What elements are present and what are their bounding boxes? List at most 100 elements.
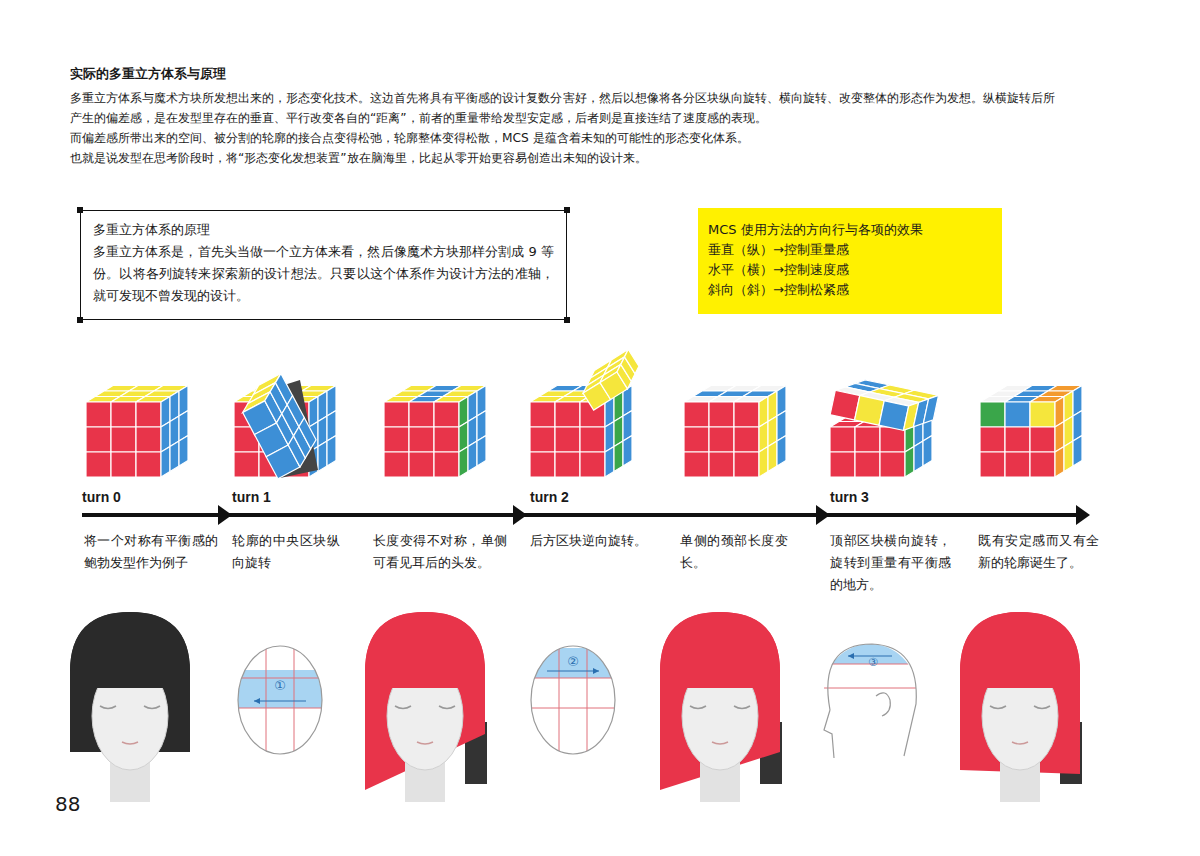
- corner-mark: [77, 207, 83, 213]
- step-caption: 单侧的颈部长度变长。: [680, 530, 788, 574]
- cube-cell: [384, 427, 409, 452]
- eye: [1034, 706, 1050, 709]
- cube-cell: [459, 447, 468, 478]
- cube-cell: [136, 452, 161, 477]
- cube-cell: [880, 427, 905, 452]
- cube-cell: [830, 452, 855, 477]
- cube-cell: [111, 402, 136, 427]
- cube-cell: [161, 447, 170, 478]
- body-paragraph: 而偏差感所带出来的空间、被分割的轮廓的接合点变得松弛，轮廓整体变得松散，MCS …: [70, 128, 1055, 148]
- cube-cell: [179, 436, 188, 467]
- rotation-arrowhead: [254, 698, 260, 704]
- page-heading: 实际的多重立方体系与原理: [70, 66, 226, 83]
- cube-cell: [622, 349, 641, 374]
- head-outline: [531, 646, 615, 754]
- rubik-cube: [980, 386, 1082, 478]
- cube-cell: [434, 427, 459, 452]
- rotation-arrowhead: [848, 653, 854, 659]
- section-diagram: [230, 640, 330, 760]
- eye: [144, 706, 160, 709]
- cube-cell: [734, 452, 759, 477]
- timeline-arrowhead: [513, 505, 527, 525]
- mouth: [1012, 742, 1028, 744]
- grid-line: [559, 640, 560, 760]
- head-profile: [824, 644, 916, 758]
- rubik-cube-rotating: [830, 374, 939, 477]
- cube-cell: [1005, 402, 1030, 427]
- cube-cell: [1030, 402, 1055, 427]
- rotated-block: [230, 670, 330, 708]
- cube-row: [86, 349, 1082, 478]
- cube-cell: [136, 427, 161, 452]
- timeline: [82, 505, 1090, 525]
- box-heading: MCS 使用方法的方向行与各项的效果: [708, 220, 992, 240]
- callout-number: ②: [561, 654, 585, 670]
- corner-mark: [564, 207, 570, 213]
- cube-cell: [318, 441, 327, 472]
- cube-cell: [614, 441, 623, 472]
- section-diagram: [523, 640, 623, 760]
- rotation-arrowhead: [593, 668, 599, 674]
- turn-label: turn 1: [232, 488, 312, 506]
- cube-cell: [468, 441, 477, 472]
- cube-cell: [530, 402, 555, 427]
- cube-cell: [855, 452, 880, 477]
- cube-cell: [136, 402, 161, 427]
- cube-cell: [1030, 427, 1055, 452]
- cube-cell: [296, 418, 318, 449]
- bangs: [960, 612, 1080, 688]
- cube-cell: [734, 427, 759, 452]
- cube-cell: [980, 402, 1005, 427]
- cube-cell: [923, 394, 938, 426]
- rubik-cube-rotating: [530, 349, 646, 477]
- cube-cell: [1030, 452, 1055, 477]
- cube-cell: [914, 441, 923, 472]
- eye: [990, 706, 1006, 709]
- cube-cell: [1005, 452, 1030, 477]
- eye: [690, 706, 706, 709]
- cube-cell: [477, 436, 486, 467]
- rubik-cube: [86, 386, 188, 478]
- cube-cell: [327, 436, 336, 467]
- cube-cell: [580, 427, 605, 452]
- turn-label: turn 2: [530, 488, 610, 506]
- cube-cell: [384, 402, 409, 427]
- ear: [876, 693, 890, 716]
- body-paragraph: 也就是说发型在思考阶段时，将“形态变化发想装置”放在脑海里，比起从零开始更容易创…: [70, 148, 1055, 168]
- cube-cell: [980, 452, 1005, 477]
- cube-cell: [384, 452, 409, 477]
- effect-line: 垂直（纵）→控制重量感: [708, 240, 992, 260]
- callout-number: ③: [861, 656, 885, 670]
- corner-mark: [564, 317, 570, 323]
- mannequin-head: [365, 612, 487, 802]
- cube-cell: [605, 447, 614, 478]
- bangs: [70, 612, 190, 688]
- step-caption: 顶部区块横向旋转，旋转到重量有平衡感的地方。: [830, 530, 951, 596]
- turn-label: turn 0: [82, 488, 162, 506]
- turn-label: turn 3: [830, 488, 910, 506]
- cube-cell: [777, 436, 786, 467]
- cube-cell: [830, 427, 855, 452]
- cube-cell: [709, 402, 734, 427]
- step-caption: 长度变得不对称，单侧可看见耳后的头发。: [373, 530, 507, 574]
- cube-cell: [1005, 427, 1030, 452]
- mouth: [417, 742, 433, 744]
- effect-line: 斜向（斜）→控制松紧感: [708, 280, 992, 300]
- body-paragraph: 多重立方体系与魔术方块所发想出来的，形态变化技术。这边首先将具有平衡感的设计复数…: [70, 88, 1055, 128]
- eye: [395, 706, 411, 709]
- cube-cell: [234, 452, 259, 477]
- section-diagram: [820, 642, 920, 758]
- cube-cell: [709, 427, 734, 452]
- cube-cell: [111, 427, 136, 452]
- cube-cell: [530, 427, 555, 452]
- eye: [734, 706, 750, 709]
- grid-line: [266, 640, 267, 760]
- cube-cell: [434, 402, 459, 427]
- cube-cell: [684, 427, 709, 452]
- box-body: 多重立方体系是，首先头当做一个立方体来看，然后像魔术方块那样分割成 9 等份。以…: [93, 241, 554, 307]
- cube-cell: [555, 402, 580, 427]
- cube-cell: [86, 402, 111, 427]
- cube-cell: [555, 427, 580, 452]
- mannequin-head: [70, 612, 190, 802]
- cube-cell: [409, 452, 434, 477]
